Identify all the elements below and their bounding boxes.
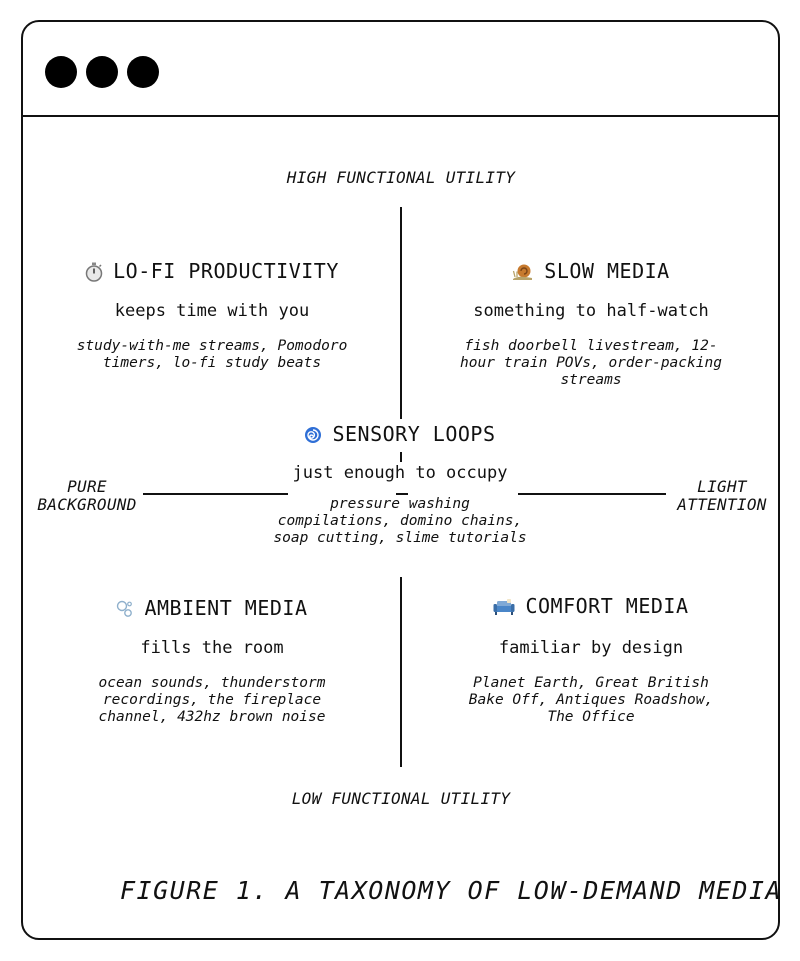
quadrant-title: SLOW MEDIA [441, 259, 741, 283]
quadrant-examples: ocean sounds, thunderstorm recordings, t… [98, 675, 326, 725]
quadrant-subtitle: familiar by design [498, 638, 684, 658]
quadrant-comfort-media: COMFORT MEDIA familiar by design Planet … [441, 594, 741, 726]
snail-icon [512, 259, 534, 283]
quadrant-sensory-loops: SENSORY LOOPS just enough to occupy pres… [250, 422, 550, 547]
vertical-axis-lower [400, 577, 402, 767]
quadrant-title-text: SLOW MEDIA [544, 259, 670, 283]
quadrant-ambient-media: AMBIENT MEDIA fills the room ocean sound… [62, 596, 362, 726]
axis-label-bottom: LOW FUNCTIONAL UTILITY [291, 789, 511, 808]
quadrant-subtitle: something to half-watch [473, 301, 709, 321]
bubbles-icon [116, 596, 134, 620]
quadrant-examples: fish doorbell livestream, 12-hour train … [460, 338, 722, 388]
quadrant-title: SENSORY LOOPS [300, 422, 500, 446]
quadrant-subtitle: keeps time with you [114, 301, 310, 321]
axis-label-top: HIGH FUNCTIONAL UTILITY [286, 168, 516, 187]
quadrant-title: COMFORT MEDIA [441, 594, 741, 618]
quadrant-title-text: COMFORT MEDIA [525, 594, 689, 618]
quadrant-title: LO-FI PRODUCTIVITY [62, 259, 362, 283]
quadrant-examples: pressure washing compilations, domino ch… [268, 496, 532, 547]
couch-icon [493, 594, 515, 618]
figure-caption: FIGURE 1. A TAXONOMY OF LOW-DEMAND MEDIA [120, 876, 783, 905]
cyclone-icon [304, 422, 322, 446]
window-control-dot-2[interactable] [86, 56, 118, 88]
quadrant-examples: Planet Earth, Great British Bake Off, An… [468, 675, 714, 725]
quadrant-lo-fi-productivity: LO-FI PRODUCTIVITY keeps time with you s… [62, 259, 362, 372]
window-control-dot-3[interactable] [127, 56, 159, 88]
quadrant-title-text: SENSORY LOOPS [332, 422, 496, 446]
quadrant-examples: study-with-me streams, Pomodoro timers, … [76, 338, 348, 371]
quadrant-title: AMBIENT MEDIA [62, 596, 362, 620]
quadrant-subtitle: fills the room [140, 638, 284, 658]
stopwatch-icon [85, 259, 103, 283]
axis-label-left: PURE BACKGROUND [37, 477, 137, 514]
vertical-axis-upper [400, 207, 402, 419]
quadrant-title-text: LO-FI PRODUCTIVITY [113, 259, 339, 283]
window-titlebar [23, 22, 778, 117]
quadrant-slow-media: SLOW MEDIA something to half-watch fish … [441, 259, 741, 389]
quadrant-subtitle: just enough to occupy [286, 462, 514, 484]
quadrant-title-text: AMBIENT MEDIA [144, 596, 308, 620]
vertical-axis-gap [400, 452, 402, 464]
horizontal-axis-mid [396, 493, 408, 495]
axis-label-right: LIGHT ATTENTION [677, 477, 767, 514]
window-control-dot-1[interactable] [45, 56, 77, 88]
horizontal-axis-right [518, 493, 666, 495]
horizontal-axis-left [143, 493, 288, 495]
